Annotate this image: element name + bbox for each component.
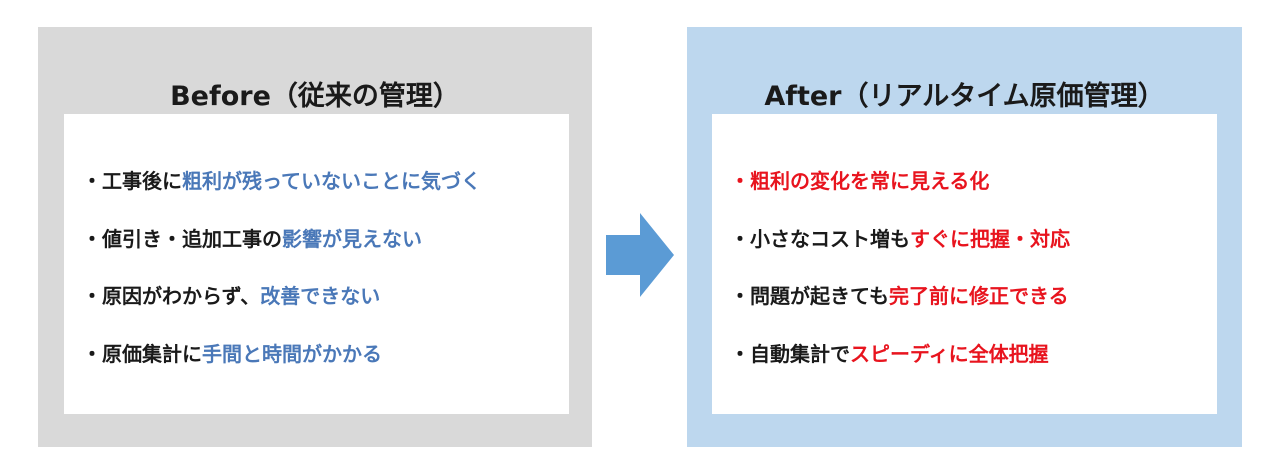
after-item: ・問題が起きても完了前に修正できる — [730, 280, 1069, 309]
before-item: ・値引き・追加工事の影響が見えない — [82, 223, 422, 252]
item-highlight: 影響が見えない — [282, 227, 422, 251]
item-highlight: 改善できない — [260, 284, 381, 308]
after-item: ・自動集計でスピーディに全体把握 — [730, 338, 1049, 367]
before-item: ・原因がわからず、改善できない — [82, 280, 380, 309]
before-card: ・工事後に粗利が残っていないことに気づく ・値引き・追加工事の影響が見えない ・… — [64, 114, 569, 414]
bullet: ・ — [730, 227, 750, 251]
item-highlight: 完了前に修正できる — [889, 284, 1069, 308]
bullet: ・ — [730, 342, 750, 366]
item-text: 工事後に — [102, 169, 182, 193]
item-highlight: 粗利が残っていないことに気づく — [182, 169, 481, 193]
before-panel: Before（従来の管理） ・工事後に粗利が残っていないことに気づく ・値引き・… — [38, 27, 592, 447]
after-item: ・小さなコスト増もすぐに把握・対応 — [730, 223, 1070, 252]
after-card: ・粗利の変化を常に見える化 ・小さなコスト増もすぐに把握・対応 ・問題が起きても… — [712, 114, 1217, 414]
item-highlight: すぐに把握・対応 — [910, 227, 1070, 251]
right-arrow-icon — [606, 213, 674, 297]
bullet: ・ — [82, 342, 102, 366]
item-text: 小さなコスト増も — [750, 227, 910, 251]
item-highlight: 粗利の変化を常に見える化 — [750, 169, 990, 193]
bullet: ・ — [82, 227, 102, 251]
item-text: 自動集計で — [750, 342, 850, 366]
before-item: ・工事後に粗利が残っていないことに気づく — [82, 165, 481, 194]
item-text: 問題が起きても — [750, 284, 889, 308]
item-highlight: スピーディに全体把握 — [850, 342, 1049, 366]
after-panel: After（リアルタイム原価管理） ・粗利の変化を常に見える化 ・小さなコスト増… — [687, 27, 1242, 447]
item-text: 原価集計に — [102, 342, 202, 366]
item-highlight: 手間と時間がかかる — [202, 342, 382, 366]
bullet: ・ — [730, 169, 750, 193]
bullet: ・ — [730, 284, 750, 308]
item-text: 値引き・追加工事の — [102, 227, 282, 251]
after-item: ・粗利の変化を常に見える化 — [730, 165, 989, 194]
bullet: ・ — [82, 169, 102, 193]
item-text: 原因がわからず、 — [102, 284, 261, 308]
after-title: After（リアルタイム原価管理） — [764, 81, 1165, 112]
bullet: ・ — [82, 284, 102, 308]
before-item: ・原価集計に手間と時間がかかる — [82, 338, 382, 367]
before-title: Before（従来の管理） — [170, 81, 460, 112]
